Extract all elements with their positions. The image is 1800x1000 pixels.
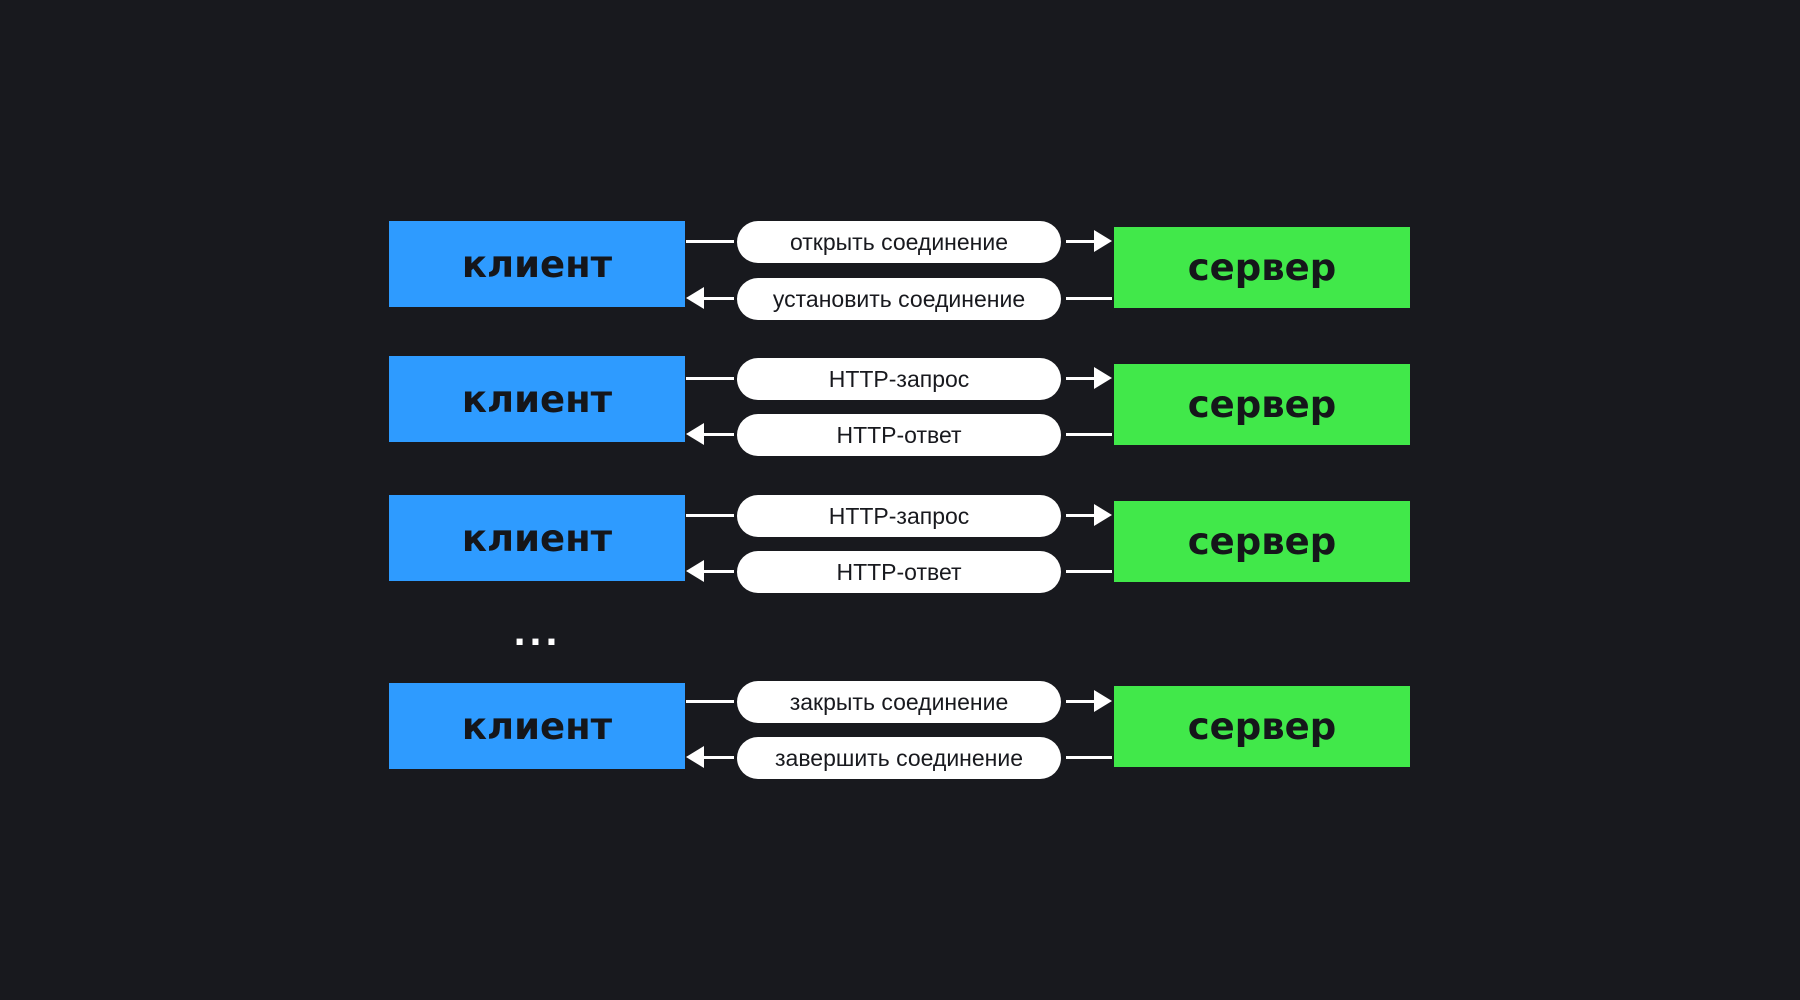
arrow-left-icon — [686, 746, 704, 768]
server-box: сервер — [1114, 364, 1410, 445]
response-line — [1066, 756, 1112, 759]
response-line — [1066, 570, 1112, 573]
server-box: сервер — [1114, 686, 1410, 767]
request-arrow-line — [1066, 240, 1098, 243]
response-label: HTTP-ответ — [737, 551, 1061, 593]
response-line — [1066, 433, 1112, 436]
client-box: клиент — [389, 495, 685, 581]
response-label: установить соединение — [737, 278, 1061, 320]
client-box: клиент — [389, 356, 685, 442]
request-label: HTTP-запрос — [737, 358, 1061, 400]
request-line — [686, 377, 734, 380]
request-arrow-line — [1066, 514, 1098, 517]
response-arrow-line — [702, 297, 734, 300]
client-box: клиент — [389, 683, 685, 769]
arrow-left-icon — [686, 423, 704, 445]
request-label: открыть соединение — [737, 221, 1061, 263]
request-line — [686, 700, 734, 703]
arrow-left-icon — [686, 560, 704, 582]
arrow-right-icon — [1094, 230, 1112, 252]
request-label: закрыть соединение — [737, 681, 1061, 723]
response-arrow-line — [702, 570, 734, 573]
continuation-ellipsis: ... — [513, 614, 561, 654]
request-label: HTTP-запрос — [737, 495, 1061, 537]
client-box: клиент — [389, 221, 685, 307]
arrow-right-icon — [1094, 504, 1112, 526]
server-box: сервер — [1114, 501, 1410, 582]
server-box: сервер — [1114, 227, 1410, 308]
arrow-right-icon — [1094, 690, 1112, 712]
request-line — [686, 240, 734, 243]
response-label: завершить соединение — [737, 737, 1061, 779]
response-arrow-line — [702, 433, 734, 436]
arrow-left-icon — [686, 287, 704, 309]
response-arrow-line — [702, 756, 734, 759]
request-line — [686, 514, 734, 517]
arrow-right-icon — [1094, 367, 1112, 389]
response-label: HTTP-ответ — [737, 414, 1061, 456]
request-arrow-line — [1066, 377, 1098, 380]
response-line — [1066, 297, 1112, 300]
request-arrow-line — [1066, 700, 1098, 703]
